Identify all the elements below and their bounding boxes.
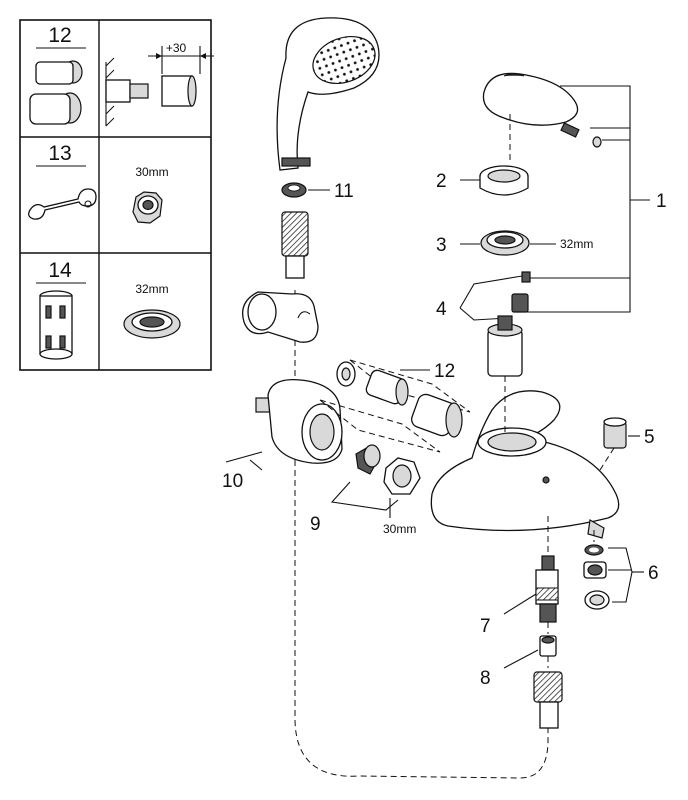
callout-5: 5	[644, 427, 655, 448]
callout-2: 2	[436, 171, 447, 192]
table-row: 14 32mm	[36, 259, 181, 360]
callout-9-size: 30mm	[383, 522, 416, 536]
callout-1: 1	[656, 191, 667, 212]
ring-nut-size-label: 32mm	[135, 282, 168, 296]
set-screw	[560, 122, 602, 148]
table-row: 12	[29, 24, 214, 127]
callout-3: 3	[436, 235, 447, 256]
callout-7: 7	[480, 616, 491, 637]
cap-5	[603, 417, 627, 449]
diverter-stem-7	[535, 555, 559, 623]
callout-8: 8	[480, 668, 491, 689]
extension-piece-icon	[29, 60, 83, 125]
wrench-size-label: 30mm	[135, 165, 168, 179]
nut-icon	[132, 191, 163, 224]
diverter-body	[255, 378, 343, 464]
extension-exploded	[319, 359, 471, 453]
hose-nut	[533, 671, 563, 729]
adapter-4	[511, 271, 531, 313]
shower-hose	[294, 290, 549, 779]
cartridge	[487, 315, 523, 432]
mixer-body	[430, 390, 620, 539]
extension-size-label: +30	[166, 41, 187, 55]
lever-handle	[482, 72, 579, 126]
ring-nut-icon	[123, 309, 181, 339]
nut-8	[539, 635, 557, 657]
cover-ring-2	[479, 165, 529, 196]
nut-3	[480, 230, 530, 256]
table-row: 13 30mm	[28, 142, 169, 224]
callout-11: 11	[334, 181, 354, 202]
callout-4: 4	[436, 299, 447, 320]
callout-9: 9	[310, 514, 321, 535]
callout-6: 6	[648, 563, 659, 584]
wrench-icon	[28, 188, 97, 220]
wall-holder	[241, 291, 319, 343]
spare-parts-table: 12	[19, 19, 214, 371]
row-number: 13	[48, 142, 71, 165]
aerator-6	[583, 544, 610, 610]
callout-12: 12	[434, 361, 455, 382]
hand-shower	[276, 17, 380, 171]
callout-3-size: 32mm	[560, 237, 593, 251]
spline-sleeve-icon	[39, 290, 73, 360]
extension-install-icon	[105, 46, 214, 127]
connection-pieces	[355, 444, 421, 495]
row-number: 14	[48, 259, 72, 282]
row-number: 12	[48, 24, 71, 47]
hose-connector	[281, 211, 309, 279]
callout-10: 10	[222, 471, 243, 492]
